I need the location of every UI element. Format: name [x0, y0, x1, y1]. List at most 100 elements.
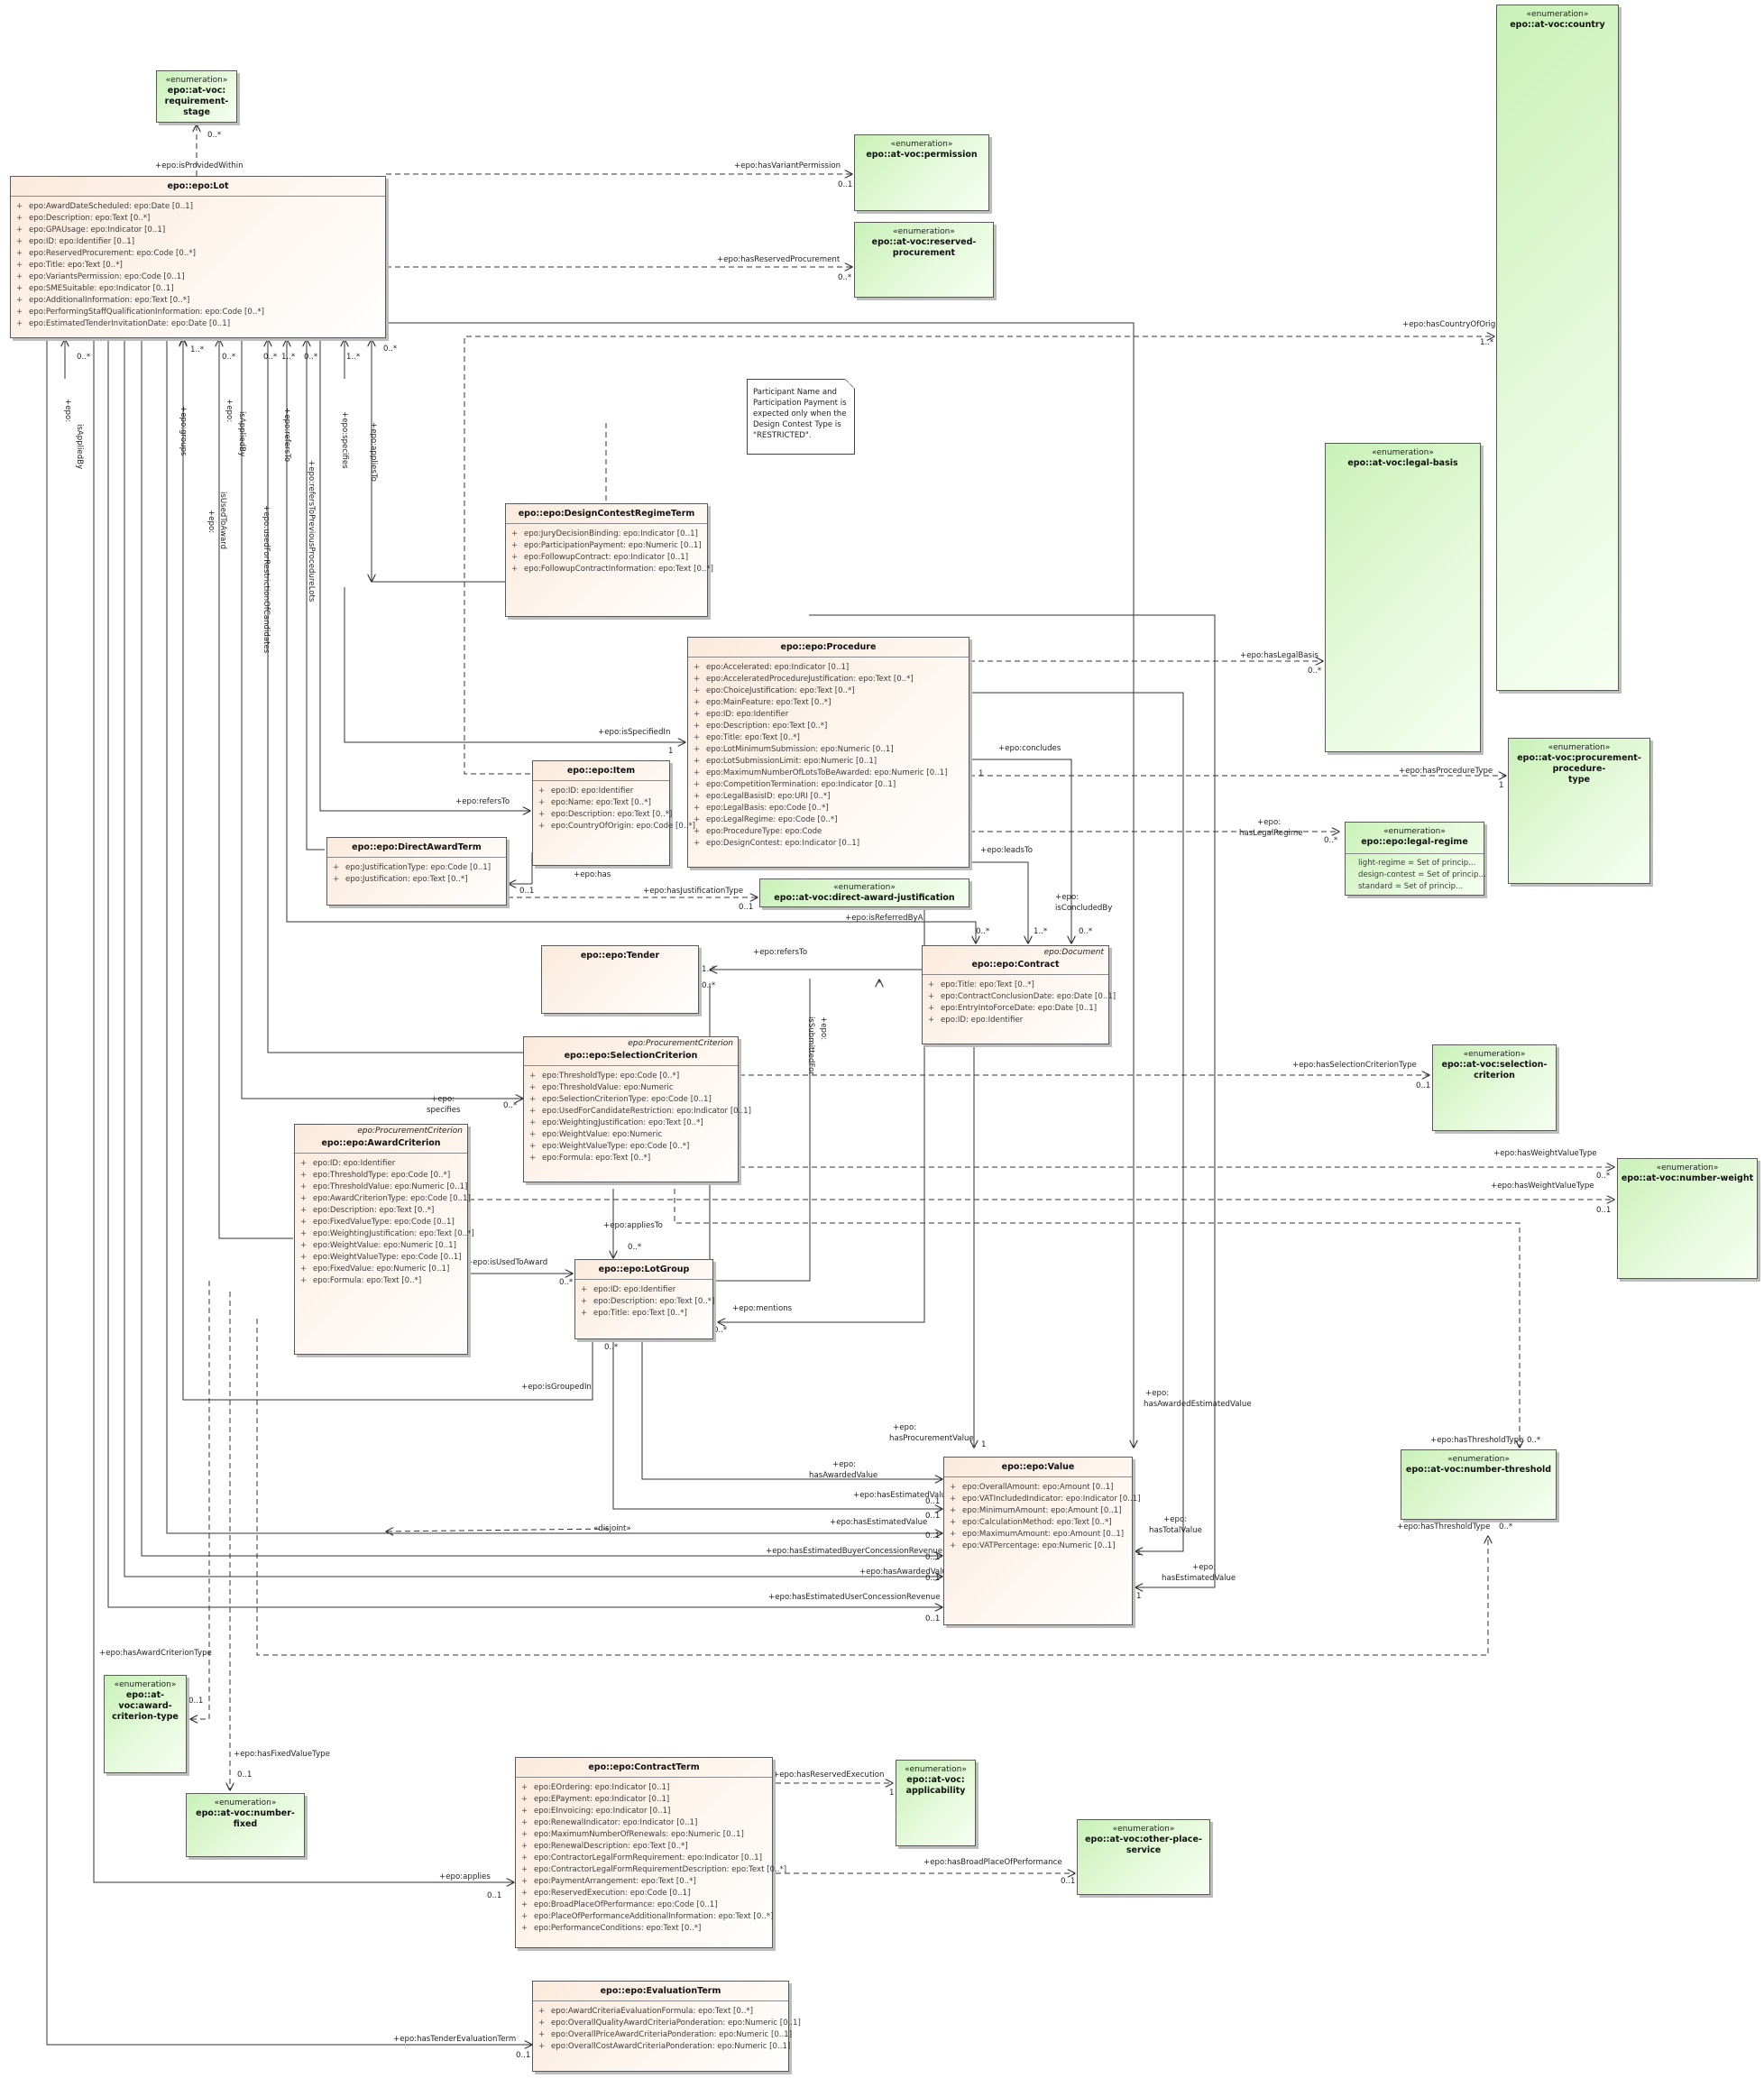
attribute-text: epo:GPAUsage: epo:Indicator [0..1] — [29, 225, 166, 235]
visibility-marker: + — [16, 202, 23, 211]
enum-name-cont: type — [1568, 775, 1590, 785]
attribute-text: epo:MinimumAmount: epo:Amount [0..1] — [962, 1506, 1122, 1515]
edge-label: «disjoint» — [593, 1524, 631, 1533]
edge-label: 0..* — [222, 353, 236, 362]
class-attribute: +epo:DesignContest: epo:Indicator [0..1] — [694, 838, 966, 850]
edge-label-vertical: +epo:refersToPreviousProcedureLots — [307, 460, 316, 602]
attribute-text: epo:FixedValue: epo:Numeric [0..1] — [313, 1265, 450, 1274]
enum-number-threshold: «enumeration» epo::at-voc:number-thresho… — [1401, 1449, 1557, 1520]
edge-label: +epo:isReferredByA — [845, 914, 923, 923]
class-attribute: + epo:MinimumAmount: epo:Amount [0..1] — [950, 1505, 1129, 1517]
class-attribute: +epo:Description: epo:Text [0..*] — [538, 809, 672, 821]
class-attribute: +epo:ThresholdValue: epo:Numeric [0..1] — [300, 1182, 468, 1193]
class-attribute: +epo:LotSubmissionLimit: epo:Numeric [0.… — [694, 756, 966, 768]
class-attribute: +epo:Accelerated: epo:Indicator [0..1] — [694, 662, 966, 674]
class-attribute: +epo:Description: epo:Text [0..*] — [16, 213, 382, 225]
lot-user-revenue — [107, 338, 942, 1607]
enum-stereotype: «enumeration» — [1372, 448, 1434, 457]
note-line: Participation Payment is — [753, 399, 847, 408]
class-name: epo::epo:Procedure — [688, 638, 969, 658]
visibility-marker: + — [511, 565, 519, 574]
visibility-marker: + — [16, 249, 23, 258]
edge-label-vertical: +epo: — [207, 510, 216, 533]
class-attribute: +epo:Description: epo:Text [0..*] — [694, 721, 966, 732]
visibility-marker: + — [300, 1276, 308, 1285]
enum-legal-regime: «enumeration» epo::epo:legal-regime ligh… — [1345, 822, 1486, 896]
edge-label: +epo:hasJustificationType — [643, 887, 743, 896]
lot-awarded-value — [124, 338, 942, 1577]
edge-label: +epo:hasThresholdType — [1397, 1522, 1490, 1531]
enum-stereotype: «enumeration» — [114, 1680, 177, 1689]
visibility-marker: + — [694, 815, 701, 824]
attribute-text: epo:EInvoicing: epo:Indicator [0..1] — [534, 1807, 671, 1816]
visibility-marker: + — [928, 1016, 935, 1025]
visibility-marker: + — [529, 1130, 537, 1139]
attribute-text: epo:WeightingJustification: epo:Text [0.… — [313, 1229, 474, 1238]
enum-name: epo::at-voc:permission — [866, 150, 978, 160]
attribute-text: epo:EPayment: epo:Indicator [0..1] — [534, 1795, 670, 1804]
attribute-text: epo:PlaceOfPerformanceAdditionalInformat… — [534, 1912, 774, 1921]
edge-label: 0..1 — [739, 903, 753, 912]
edge-label: +epo:hasSelectionCriterionType — [1292, 1061, 1417, 1070]
enum-number-fixed: «enumeration» epo::at-voc:number-fixed — [186, 1793, 305, 1857]
attribute-text: epo:VATIncludedIndicator: epo:Indicator … — [962, 1495, 1141, 1504]
class-name: epo::epo:Tender — [580, 951, 660, 961]
attribute-text: epo:AdditionalInformation: epo:Text [0..… — [29, 296, 190, 305]
class-attributes: +epo:Accelerated: epo:Indicator [0..1]+e… — [688, 658, 969, 851]
attribute-text: epo:ThresholdType: epo:Code [0..*] — [542, 1071, 680, 1081]
edge-label: isConcludedBy — [1055, 904, 1112, 913]
item-refers-to — [319, 338, 530, 811]
attribute-text: epo:DesignContest: epo:Indicator [0..1] — [706, 839, 860, 848]
class-attributes: +epo:JuryDecisionBinding: epo:Indicator … — [506, 524, 713, 577]
enum-reserved-procurement: «enumeration» epo::at-voc:reserved-procu… — [854, 222, 994, 298]
class-attributes: + epo:ThresholdType: epo:Code [0..*] +epo:… — [524, 1066, 751, 1166]
attribute-text: epo:FollowupContract: epo:Indicator [0..… — [524, 553, 689, 562]
attribute-text: epo:Description: epo:Text [0..*] — [551, 810, 673, 819]
visibility-marker: + — [694, 745, 701, 754]
edge-label: 0..1 — [1416, 1081, 1430, 1090]
attribute-text: epo:Title: epo:Text [0..*] — [941, 980, 1034, 989]
edge-label: 0..* — [838, 273, 852, 282]
attribute-text: epo:ThresholdValue: epo:Numeric [0..1] — [313, 1182, 468, 1191]
design-contest-note: Participant Name and Participation Payme… — [747, 379, 855, 455]
edge-label: 1 — [889, 1789, 894, 1798]
class-attribute: +epo:ProcedureType: epo:Code — [694, 826, 966, 838]
attribute-text: epo:ID: epo:Identifier — [593, 1285, 676, 1294]
visibility-marker: + — [694, 792, 701, 801]
class-name: epo::epo:Item — [533, 761, 669, 781]
visibility-marker: + — [521, 1853, 528, 1862]
attribute-text: epo:OverallCostAwardCriteriaPonderation:… — [551, 2042, 791, 2051]
edge-label: +epo: — [1145, 1389, 1169, 1398]
contract-mentions — [718, 1045, 925, 1322]
class-name: epo::epo:EvaluationTerm — [533, 1982, 788, 2001]
class-attribute: +epo:UsedForCandidateRestriction: epo:In… — [529, 1106, 751, 1117]
class-attribute: +epo:AwardCriterionType: epo:Code [0..1] — [300, 1193, 471, 1205]
visibility-marker: + — [16, 237, 23, 246]
class-attribute: +epo:Title: epo:Text [0..*] — [16, 260, 382, 271]
attribute-text: epo:VariantsPermission: epo:Code [0..1] — [29, 272, 185, 281]
edge-label: +epo:hasVariantPermission — [734, 161, 841, 170]
class-award-criterion: epo:ProcurementCriterion epo::epo:AwardC… — [294, 1124, 474, 1355]
edge-label-vertical: +epo: — [63, 399, 72, 422]
visibility-marker: + — [300, 1194, 308, 1203]
class-name: epo::epo:Contract — [923, 958, 1108, 975]
edge-label: +epo:hasBroadPlaceOfPerformance — [923, 1858, 1062, 1867]
edge-label: 1..* — [281, 353, 296, 362]
lg-awarded-value — [641, 1342, 942, 1479]
visibility-marker: + — [538, 2007, 546, 2016]
visibility-marker: + — [300, 1171, 308, 1180]
edge-label: 0..* — [559, 1278, 574, 1287]
visibility-marker: + — [300, 1159, 308, 1168]
edge-label: 0..1 — [1596, 1206, 1611, 1215]
edge-label: 0..* — [207, 131, 222, 140]
class-attribute: +epo:ID: epo:Identifier — [694, 709, 966, 721]
class-attribute: +epo:FollowupContract: epo:Indicator [0.… — [511, 552, 704, 564]
edge-label: 1..* — [1034, 927, 1048, 936]
class-item: epo::epo:Item +epo:ID: epo:Identifier+ep… — [532, 760, 695, 866]
visibility-marker: + — [694, 804, 701, 813]
edge-label: +epo:hasCountryOfOrigin — [1402, 320, 1502, 329]
attribute-text: epo:LegalBasisID: epo:URI [0..*] — [706, 792, 831, 801]
edge-label: +epo:applies — [439, 1872, 491, 1881]
visibility-marker: + — [950, 1506, 957, 1515]
